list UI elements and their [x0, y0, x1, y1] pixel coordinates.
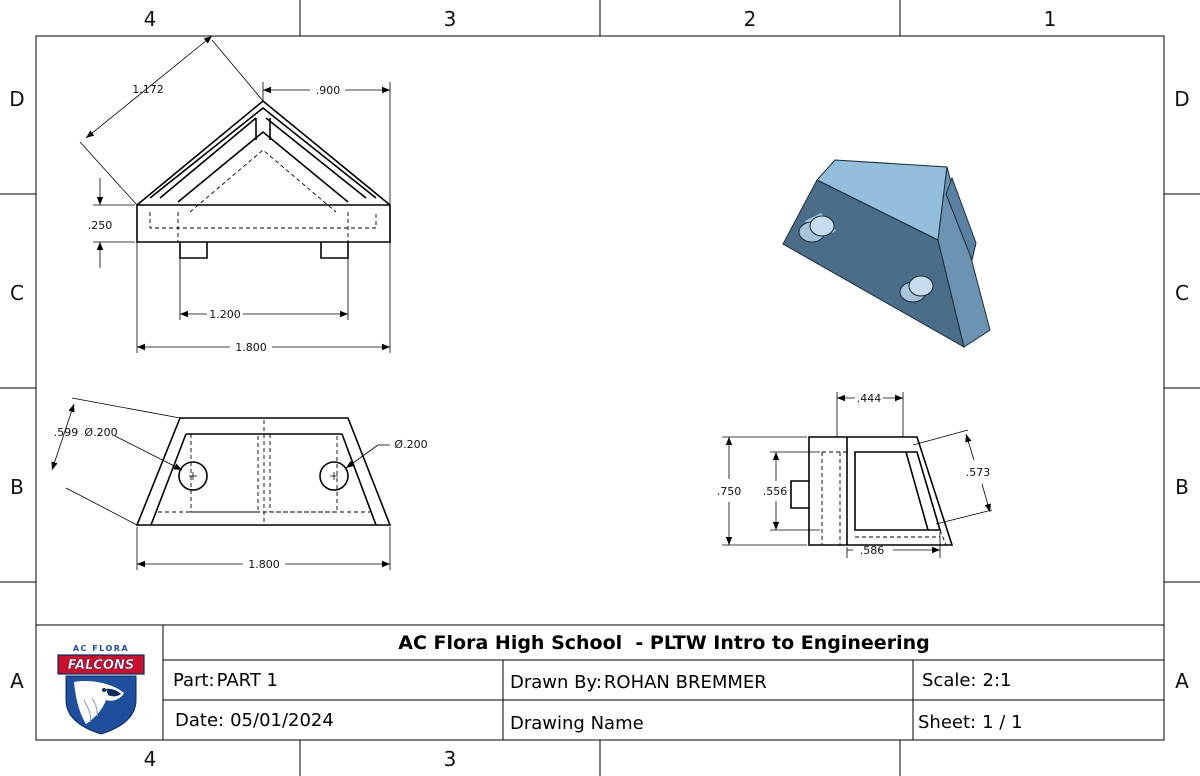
part-field: Part:PART 1 [173, 670, 278, 691]
iso-boss-left [798, 213, 836, 243]
scale-field: Scale: 2:1 [922, 670, 1011, 691]
dim-top-overall-width: 1.800 [248, 558, 280, 571]
dim-front-overall-width: 1.800 [235, 341, 267, 354]
zone-row-b-right: B [1175, 475, 1189, 499]
logo-top-text: AC FLORA [73, 644, 129, 653]
side-view-dimension-lines [722, 392, 993, 558]
drawn-by-label: Drawn By: [510, 672, 602, 693]
dim-top-hole-left: Ø.200 [84, 426, 117, 439]
logo-banner [57, 654, 145, 675]
zone-row-c-right: C [1175, 281, 1189, 305]
scale-label: Scale: [922, 670, 977, 691]
title-block: AC Flora High School - PLTW Intro to Eng… [35, 624, 1165, 741]
top-view-hidden-lines [158, 420, 370, 524]
front-view-dimension-lines [79, 35, 391, 353]
zone-col-1: 1 [1044, 7, 1057, 31]
zone-row-b: B [10, 475, 24, 499]
zone-col-3: 3 [444, 7, 457, 31]
sheet-field: Sheet: 1 / 1 [918, 712, 1023, 733]
zone-col-2: 2 [744, 7, 757, 31]
dim-side-bottom: .586 [860, 544, 885, 557]
dim-side-top: .444 [857, 392, 882, 405]
dim-front-slant: 1.172 [132, 83, 164, 96]
falcon-mascot-icon [65, 675, 137, 735]
isometric-view [782, 159, 991, 349]
top-view: .599 Ø.200 Ø.200 1.800 [51, 397, 428, 571]
sheet-value: 1 / 1 [982, 712, 1022, 733]
school-title: AC Flora High School - PLTW Intro to Eng… [398, 632, 929, 654]
zone-row-d: D [9, 87, 24, 111]
dim-front-inner-width: 1.200 [209, 308, 241, 321]
side-view-hidden-lines [821, 451, 947, 546]
dim-top-hole-right: Ø.200 [394, 438, 427, 451]
date-value: 05/01/2024 [230, 710, 334, 731]
dim-front-top: .900 [316, 84, 341, 97]
top-view-dimension-lines [51, 397, 391, 570]
scale-value: 2:1 [983, 670, 1012, 691]
zone-row-a: A [10, 669, 24, 693]
date-field: Date: 05/01/2024 [175, 710, 334, 731]
dim-front-height: .250 [88, 219, 113, 232]
zone-row-d-right: D [1174, 87, 1189, 111]
side-view-outline [790, 436, 954, 546]
top-view-outline [135, 417, 392, 526]
iso-boss-right [899, 275, 934, 303]
zone-col-4: 4 [144, 7, 157, 31]
zone-labels: 4 3 2 1 4 3 D C B A D C B A [9, 7, 1189, 771]
zone-col-4-bottom: 4 [144, 747, 157, 771]
dim-side-height: .750 [717, 485, 742, 498]
zone-col-3-bottom: 3 [444, 747, 457, 771]
front-view-hidden-lines [149, 149, 377, 242]
iso-side-edge [945, 176, 977, 262]
part-value: PART 1 [217, 670, 278, 691]
front-view-outline [136, 99, 391, 259]
iso-side-face [937, 166, 991, 348]
drawn-by-value: ROHAN BREMMER [604, 672, 767, 693]
part-label: Part: [173, 670, 215, 691]
logo-banner-text: FALCONS [68, 658, 134, 673]
dim-side-slant: .573 [966, 466, 991, 479]
side-view: .444 .750 .556 .573 .586 [717, 392, 993, 558]
front-view: 1.172 .900 .250 1.200 1.800 [79, 35, 391, 354]
drawn-by-field: Drawn By:ROHAN BREMMER [510, 672, 767, 693]
drawing-name-label: Drawing Name [510, 713, 644, 734]
sheet-label: Sheet: [918, 712, 976, 733]
falcons-logo: AC FLORA FALCONS [57, 644, 145, 735]
dim-top-offset: .599 [54, 426, 79, 439]
zone-row-c: C [10, 281, 24, 305]
dim-side-inner-height: .556 [763, 485, 788, 498]
zone-row-a-right: A [1175, 669, 1189, 693]
date-label: Date: [175, 710, 224, 731]
